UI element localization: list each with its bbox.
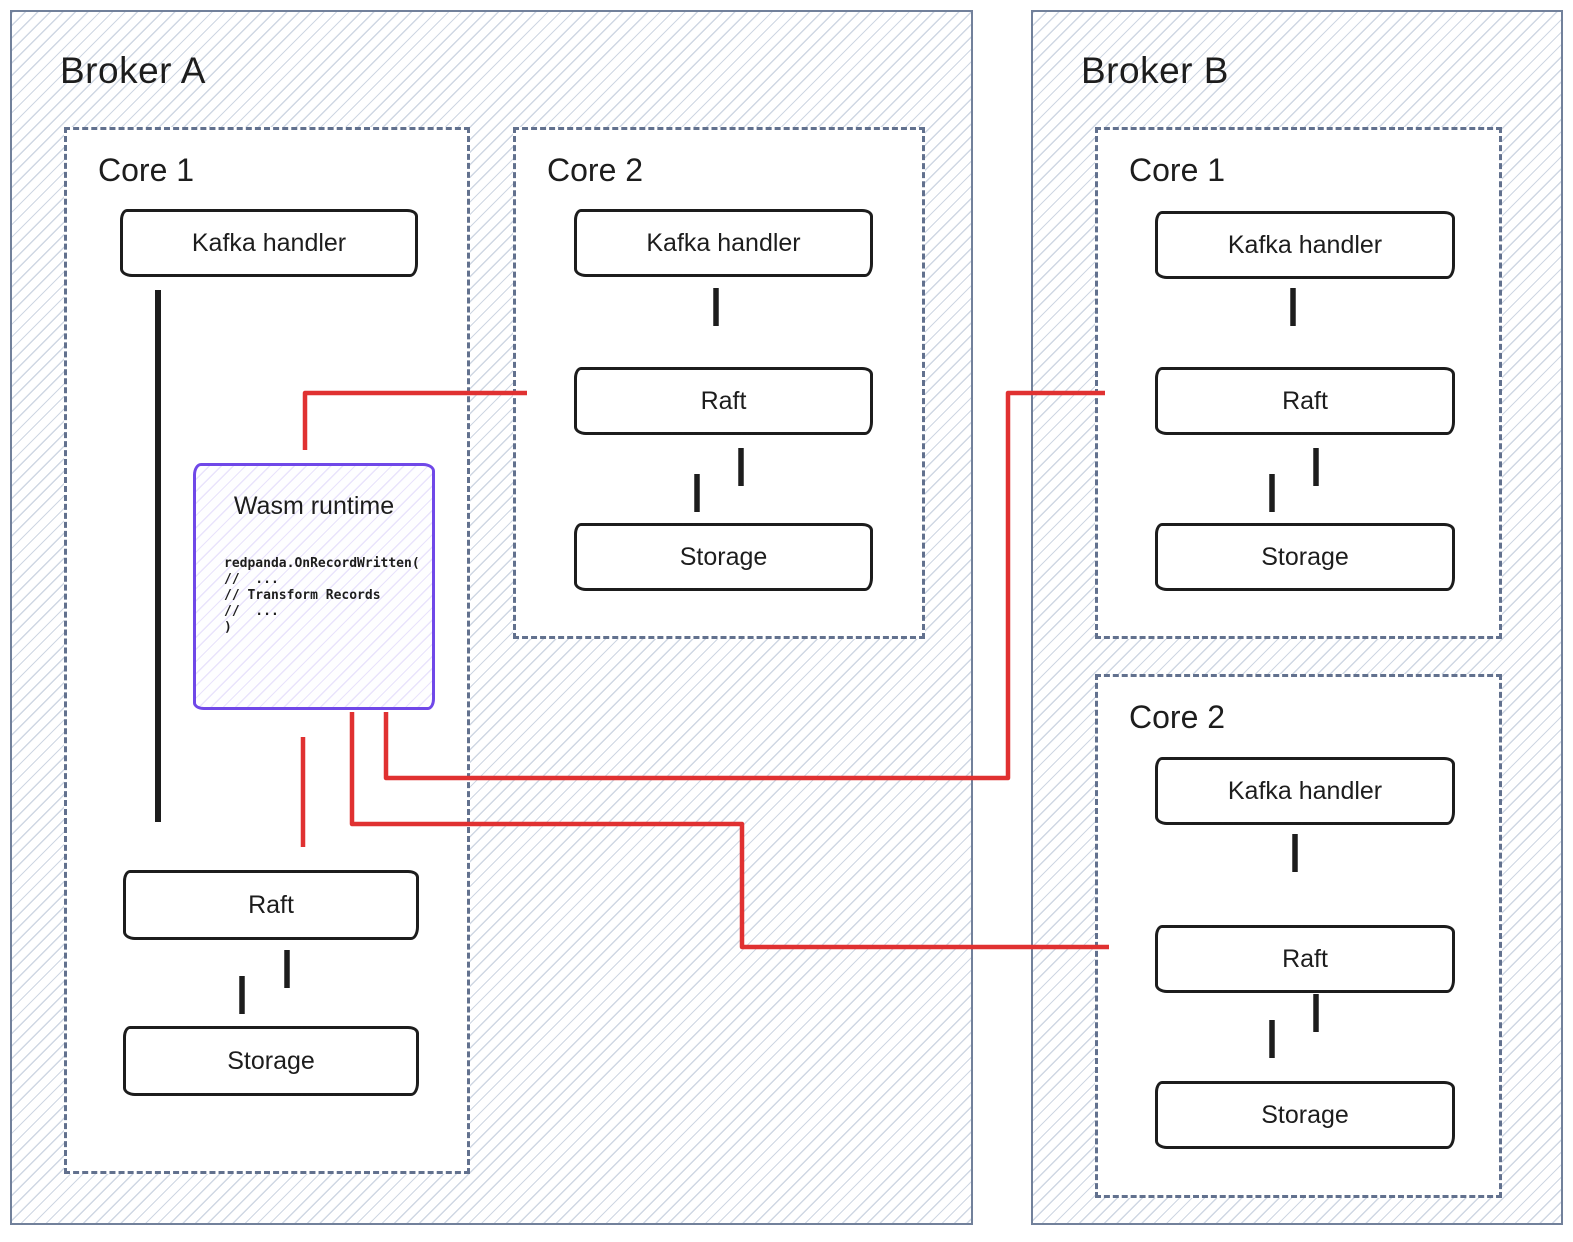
broker-b-core-1: Core 1 Kafka handler Raft Storage (1095, 127, 1502, 639)
broker-b-core-2: Core 2 Kafka handler Raft Storage (1095, 674, 1502, 1198)
storage-label: Storage (227, 1046, 315, 1075)
wasm-runtime-label: Wasm runtime (233, 492, 395, 520)
broker-b-core-1-raft-box: Raft (1155, 367, 1455, 435)
broker-a-core-2-title: Core 2 (547, 152, 644, 188)
broker-b-panel: Broker B Core 1 Kafka handler Raft Stora… (1031, 10, 1563, 1225)
broker-b-core-2-title: Core 2 (1129, 699, 1226, 735)
broker-a-core-2-kafka-handler-box: Kafka handler (574, 209, 873, 277)
kafka-handler-label: Kafka handler (191, 228, 347, 257)
broker-b-core-1-kafka-handler-box: Kafka handler (1155, 211, 1455, 279)
broker-b-core-1-title: Core 1 (1129, 152, 1226, 188)
broker-a-core-1-raft-box: Raft (123, 870, 419, 940)
storage-label: Storage (1261, 542, 1349, 571)
raft-label: Raft (1282, 386, 1328, 415)
broker-a-core-2-raft-box: Raft (574, 367, 873, 435)
kafka-handler-label: Kafka handler (1227, 776, 1383, 805)
broker-b-core-2-kafka-handler-box: Kafka handler (1155, 757, 1455, 825)
broker-b-core-2-raft-box: Raft (1155, 925, 1455, 993)
storage-label: Storage (1261, 1100, 1349, 1129)
broker-a-title: Broker A (60, 50, 206, 91)
broker-a-core-2-storage-box: Storage (574, 523, 873, 591)
raft-label: Raft (1282, 944, 1328, 973)
broker-a-core-1-kafka-handler-box: Kafka handler (120, 209, 418, 277)
kafka-handler-label: Kafka handler (646, 228, 801, 257)
broker-a-core-2: Core 2 Kafka handler Raft Storage (513, 127, 925, 639)
kafka-handler-label: Kafka handler (1227, 230, 1383, 259)
storage-label: Storage (679, 542, 768, 571)
broker-a-core-1: Core 1 Kafka handler Wasm runtime redpan… (64, 127, 470, 1174)
raft-label: Raft (248, 890, 294, 919)
broker-a-core-1-wasm-runtime-box: Wasm runtime redpanda.OnRecordWritten( /… (193, 463, 435, 710)
broker-a-core-1-storage-box: Storage (123, 1026, 419, 1096)
wasm-runtime-code: redpanda.OnRecordWritten( // ... // Tran… (224, 556, 420, 635)
broker-a-core-1-title: Core 1 (98, 152, 195, 188)
raft-label: Raft (700, 386, 747, 415)
broker-b-title: Broker B (1081, 50, 1229, 91)
broker-a-panel: Broker A Core 1 Kafka handler Wasm runti… (10, 10, 973, 1225)
broker-b-core-1-storage-box: Storage (1155, 523, 1455, 591)
broker-b-core-2-storage-box: Storage (1155, 1081, 1455, 1149)
